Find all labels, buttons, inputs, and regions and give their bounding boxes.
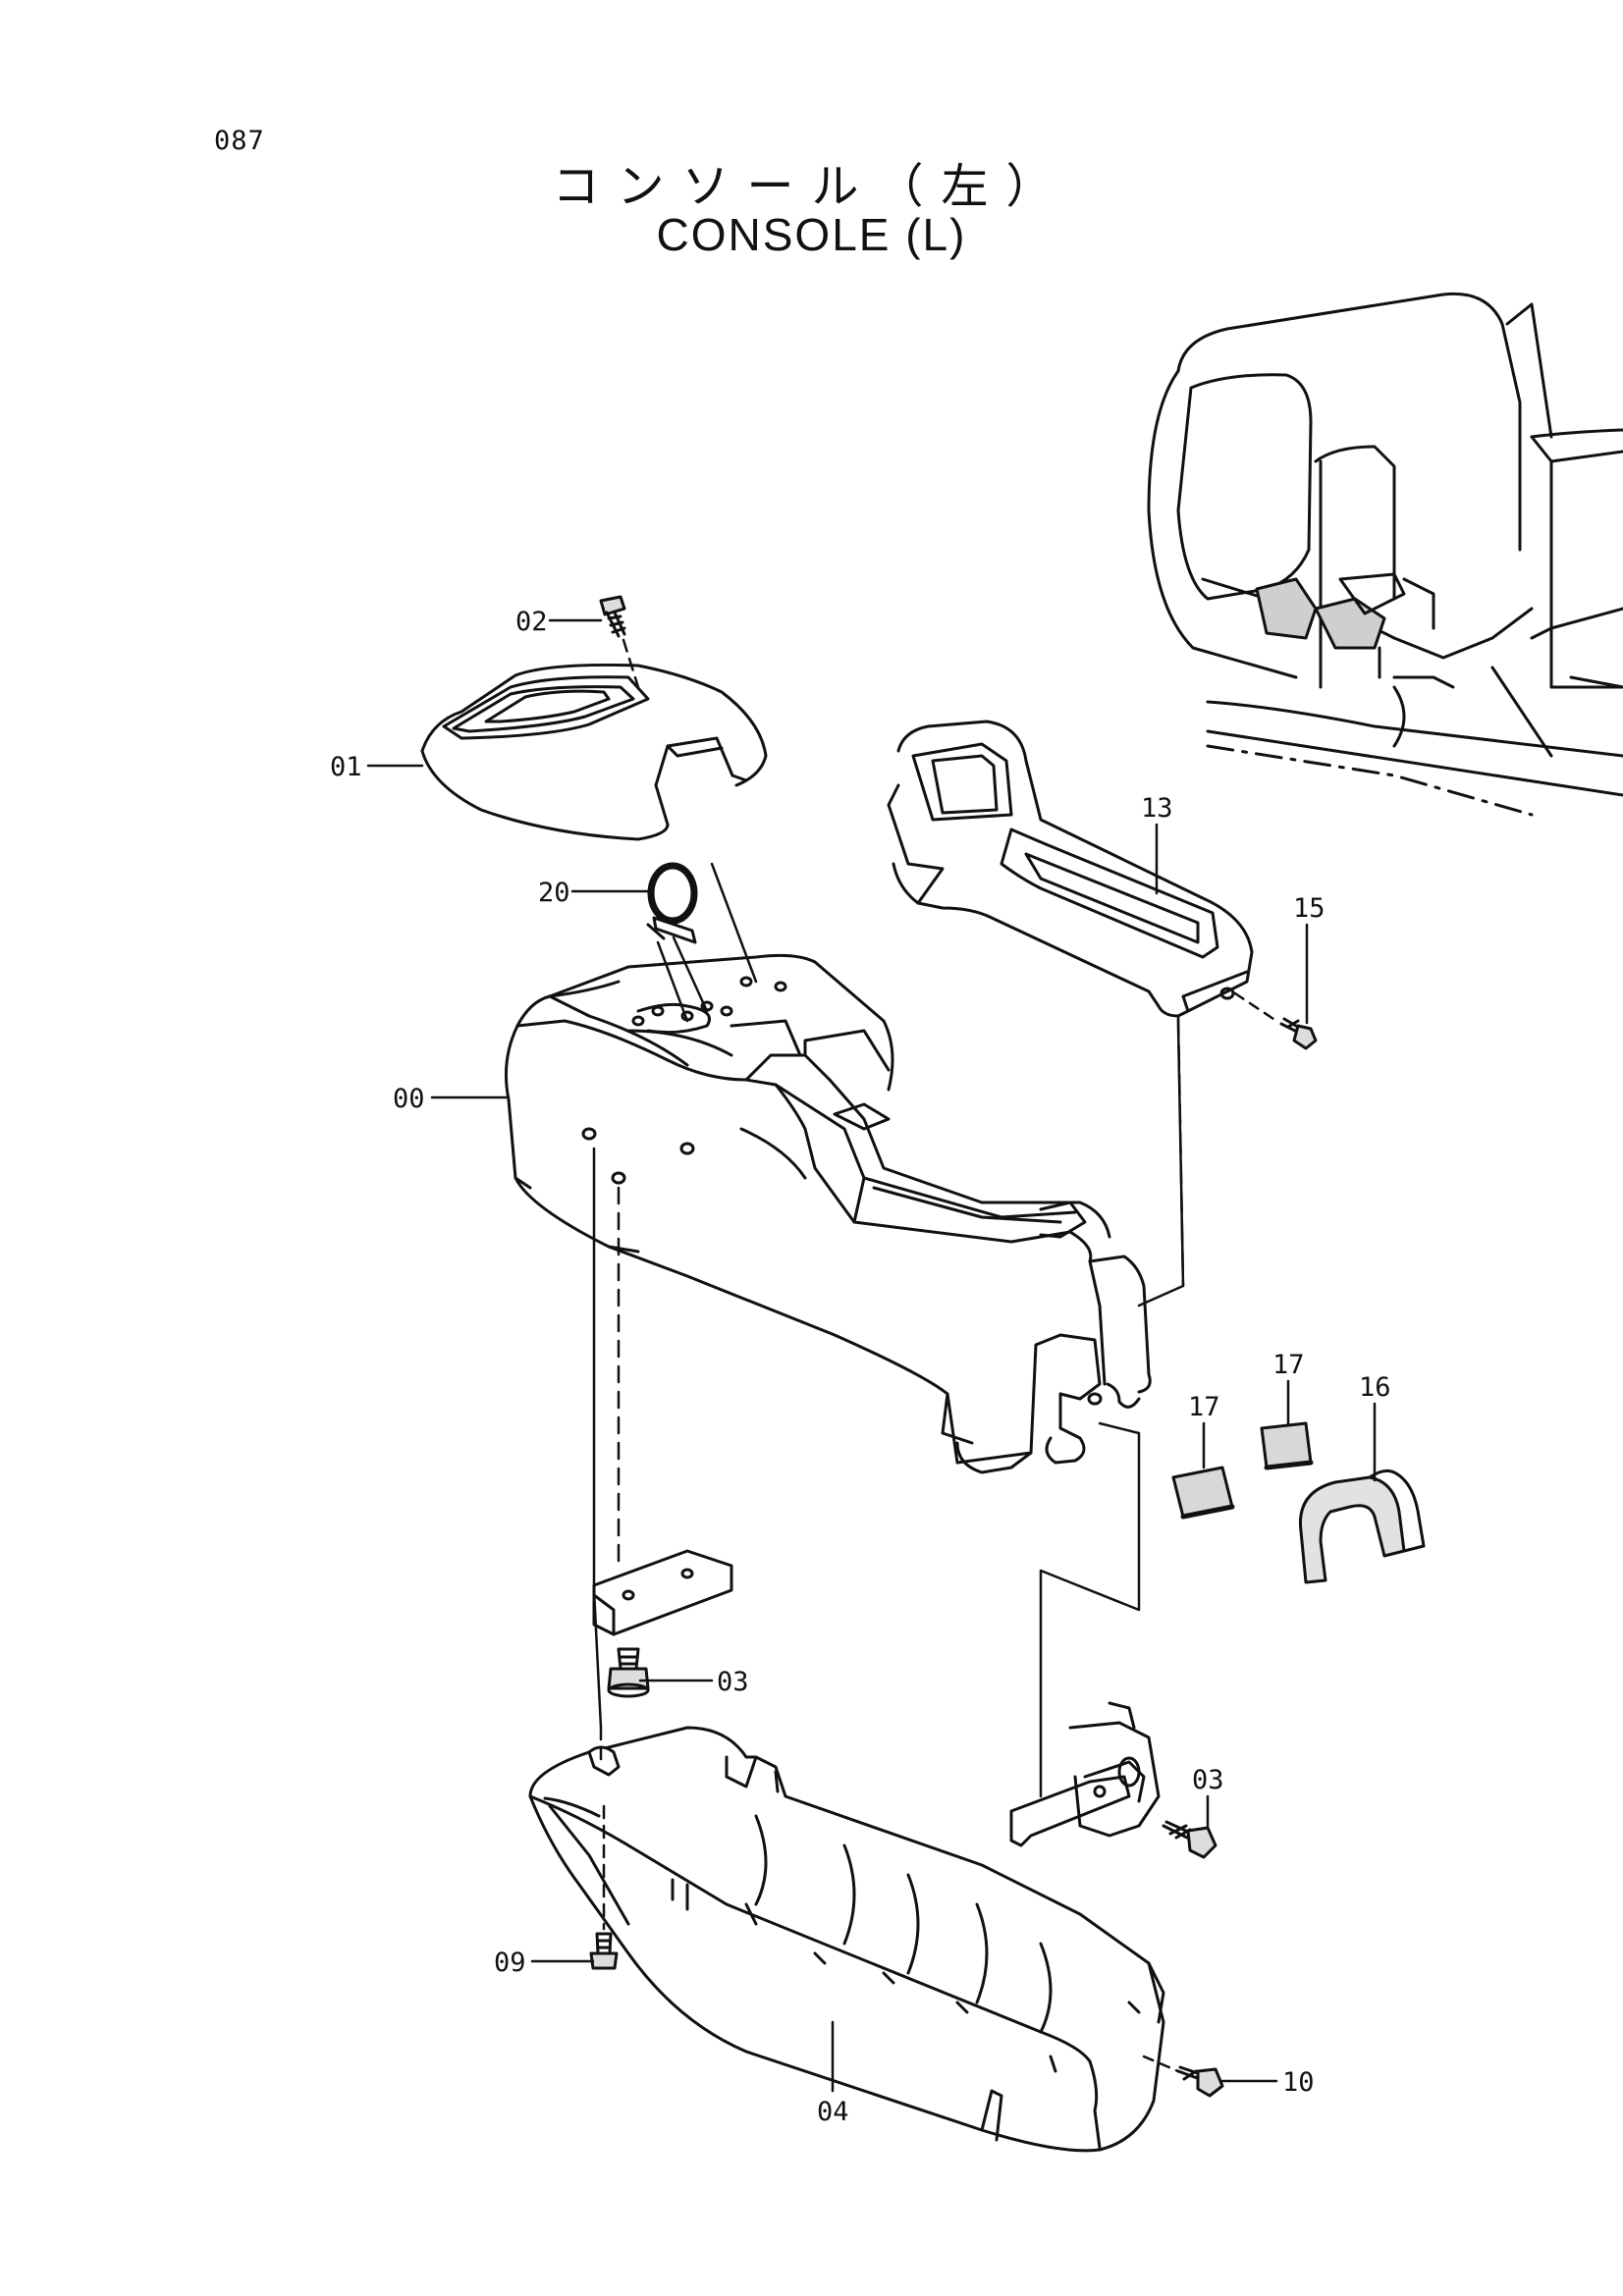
part-17-pad-left bbox=[1171, 1466, 1235, 1520]
part-03-bolt-right bbox=[1162, 1820, 1217, 1859]
page-number: 087 bbox=[214, 126, 265, 156]
callout-03a: 03 bbox=[717, 1667, 749, 1697]
callout-00: 00 bbox=[393, 1084, 425, 1114]
part-16-u-foam bbox=[1298, 1468, 1426, 1584]
callout-01: 01 bbox=[330, 752, 362, 782]
part-17-pad-right bbox=[1260, 1421, 1314, 1470]
title-japanese: コンソール（左） bbox=[552, 159, 1071, 214]
part-15-screw bbox=[1279, 1017, 1318, 1050]
callout-04: 04 bbox=[817, 2097, 849, 2127]
callout-leaders bbox=[366, 618, 1377, 2093]
part-01-cover bbox=[420, 663, 768, 841]
part-10-screw bbox=[1176, 2065, 1224, 2098]
hinge-bracket-right bbox=[1009, 1701, 1161, 1847]
callout-03b: 03 bbox=[1192, 1765, 1224, 1795]
mounting-bracket-left bbox=[592, 1549, 733, 1636]
part-09-screw bbox=[589, 1932, 619, 1970]
assembly-lines bbox=[592, 638, 1278, 2073]
callout-labels: 02 01 20 00 13 15 17 17 16 03 03 09 04 1… bbox=[330, 607, 1391, 2127]
cab-location-inset bbox=[1147, 292, 1623, 817]
callout-02: 02 bbox=[515, 607, 548, 637]
callout-17b: 17 bbox=[1272, 1350, 1305, 1380]
part-20-clamp bbox=[646, 862, 698, 944]
callout-16: 16 bbox=[1359, 1372, 1391, 1403]
part-04-under-cover bbox=[528, 1726, 1165, 2153]
part-03-bolt-left bbox=[607, 1647, 650, 1698]
callout-13: 13 bbox=[1141, 793, 1173, 824]
title-english: CONSOLE (L) bbox=[656, 209, 967, 260]
callout-17a: 17 bbox=[1188, 1392, 1220, 1422]
part-02-bolt bbox=[599, 595, 626, 638]
callout-20: 20 bbox=[538, 878, 570, 908]
part-00-console-body bbox=[504, 953, 1152, 1474]
callout-09: 09 bbox=[494, 1948, 526, 1978]
part-13-armrest-cover bbox=[887, 720, 1254, 1018]
callout-15: 15 bbox=[1293, 893, 1325, 924]
callout-10: 10 bbox=[1282, 2067, 1315, 2098]
